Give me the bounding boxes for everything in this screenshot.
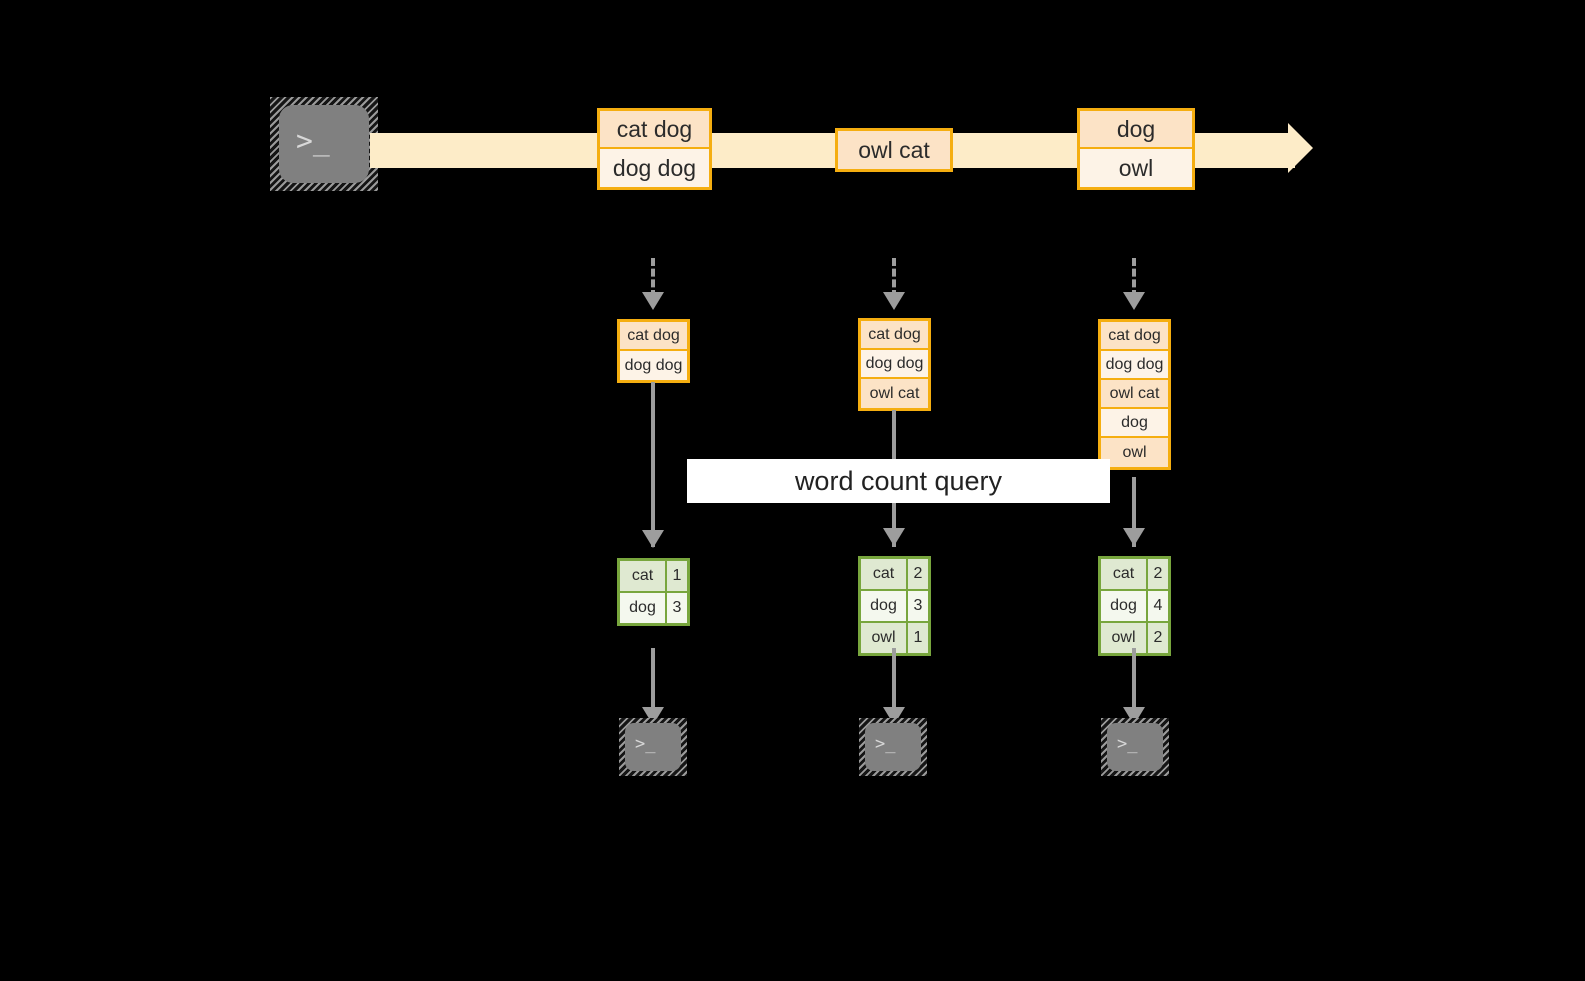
terminal-prompt-glyph: >_	[296, 124, 330, 157]
result-count: 2	[1153, 629, 1163, 646]
record-row: owl cat	[861, 379, 928, 408]
record-row: owl cat	[838, 131, 950, 169]
record-row: dog dog	[600, 149, 709, 187]
record-row: cat dog	[861, 321, 928, 350]
result-count: 1	[913, 629, 923, 646]
query-label: word count query	[687, 459, 1110, 503]
terminal-prompt-glyph: >_	[635, 734, 656, 754]
snapshot-1-sink-connector	[651, 648, 655, 726]
table-row: cat 2	[1101, 559, 1168, 591]
result-word: cat	[620, 561, 667, 591]
table-row: cat 2	[861, 559, 928, 591]
result-count: 3	[672, 599, 682, 616]
snapshot-2-sink-terminal-icon: >_	[859, 718, 927, 776]
stream-to-snapshot-3-arrowhead-icon	[1123, 292, 1145, 310]
snapshot-3-sink-terminal-icon: >_	[1101, 718, 1169, 776]
result-word: dog	[620, 593, 667, 623]
snapshot-2-input-stack: cat dog dog dog owl cat	[858, 318, 931, 411]
result-word: cat	[1101, 559, 1148, 589]
stream-record-group-3: dog owl	[1077, 108, 1195, 190]
stream-to-snapshot-3-connector	[1132, 258, 1136, 298]
snapshot-1-query-arrowhead-icon	[642, 530, 664, 548]
table-row: dog 3	[861, 591, 928, 623]
stream-to-snapshot-2-connector	[892, 258, 896, 298]
snapshot-1-sink-terminal-icon: >_	[619, 718, 687, 776]
result-count: 3	[913, 597, 923, 614]
result-count: 4	[1153, 597, 1163, 614]
terminal-screen	[1107, 723, 1163, 771]
snapshot-3-input-stack: cat dog dog dog owl cat dog owl	[1098, 319, 1171, 470]
terminal-screen	[279, 105, 369, 183]
stream-record-group-1: cat dog dog dog	[597, 108, 712, 190]
stream-record-group-2: owl cat	[835, 128, 953, 172]
stream-to-snapshot-1-arrowhead-icon	[642, 292, 664, 310]
snapshot-1-input-stack: cat dog dog dog	[617, 319, 690, 383]
snapshot-3-query-connector	[1132, 477, 1136, 547]
record-row: dog	[1101, 409, 1168, 438]
record-row: cat dog	[600, 111, 709, 149]
snapshot-2-query-arrowhead-icon	[883, 528, 905, 546]
terminal-prompt-glyph: >_	[1117, 734, 1138, 754]
snapshot-2-sink-connector	[892, 648, 896, 726]
record-row: owl	[1101, 438, 1168, 467]
result-count: 2	[913, 565, 923, 582]
terminal-screen	[865, 723, 921, 771]
record-row: dog	[1080, 111, 1192, 149]
record-row: cat dog	[620, 322, 687, 351]
table-row: owl 1	[861, 623, 928, 653]
source-terminal-icon: >_	[270, 97, 378, 191]
record-row: cat dog	[1101, 322, 1168, 351]
terminal-prompt-glyph: >_	[875, 734, 896, 754]
result-word: cat	[861, 559, 908, 589]
stream-to-snapshot-2-arrowhead-icon	[883, 292, 905, 310]
record-row: dog dog	[1101, 351, 1168, 380]
table-row: dog 4	[1101, 591, 1168, 623]
result-count: 2	[1153, 565, 1163, 582]
snapshot-1-query-connector	[651, 382, 655, 547]
result-count: 1	[672, 567, 682, 584]
table-row: cat 1	[620, 561, 687, 593]
record-row: owl	[1080, 149, 1192, 187]
result-word: owl	[1101, 623, 1148, 653]
stream-to-snapshot-1-connector	[651, 258, 655, 298]
record-row: dog dog	[861, 350, 928, 379]
stream-arrow-head-icon	[1288, 123, 1313, 173]
snapshot-3-query-arrowhead-icon	[1123, 528, 1145, 546]
snapshot-3-sink-connector	[1132, 648, 1136, 726]
snapshot-3-result-table: cat 2 dog 4 owl 2	[1098, 556, 1171, 656]
table-row: dog 3	[620, 593, 687, 623]
result-word: owl	[861, 623, 908, 653]
result-word: dog	[861, 591, 908, 621]
result-word: dog	[1101, 591, 1148, 621]
record-row: dog dog	[620, 351, 687, 380]
terminal-screen	[625, 723, 681, 771]
snapshot-2-result-table: cat 2 dog 3 owl 1	[858, 556, 931, 656]
record-row: owl cat	[1101, 380, 1168, 409]
snapshot-1-result-table: cat 1 dog 3	[617, 558, 690, 626]
